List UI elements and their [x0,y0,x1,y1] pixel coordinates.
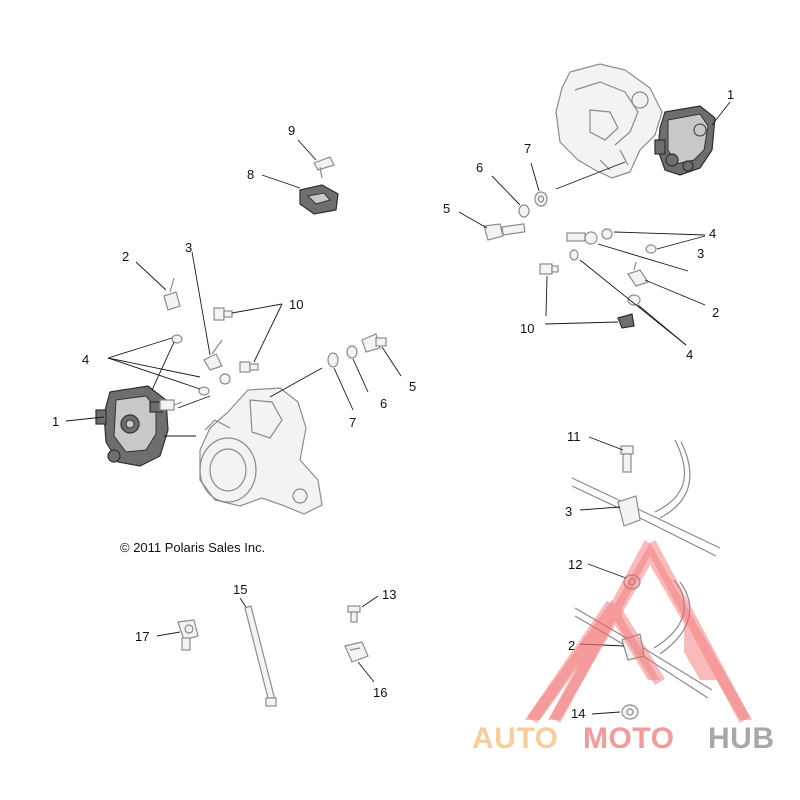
bolt-5-right [483,223,526,241]
callout-7-right: 7 [524,141,531,156]
knuckle-left [199,387,323,515]
callout-5-right: 5 [443,201,450,216]
callout-6-right: 6 [476,160,483,175]
hose-and-clamp-3 [571,439,721,557]
watermark-auto: AUTO [472,722,558,755]
watermark-logo: AUTO MOTO HUB [472,540,775,755]
sensor-17 [177,619,199,651]
callout-4-right-bottom: 4 [686,347,693,362]
callout-4-left: 4 [82,352,89,367]
callout-14: 14 [571,706,585,721]
callout-labels: 1 6 7 5 4 3 2 10 4 9 8 2 3 10 4 1 7 6 5 … [52,87,734,721]
leader-lines [65,101,731,715]
nut-14 [621,704,639,720]
callout-10-right: 10 [520,321,534,336]
washer-4-left-b [219,373,231,385]
clip-16 [344,641,369,663]
washer-6-center [346,345,358,359]
callout-3-left: 3 [185,240,192,255]
caliper-left [95,385,169,467]
callout-11: 11 [567,429,581,444]
washer-7-center [327,352,339,368]
callout-15: 15 [233,582,247,597]
washer-4-right-b [569,249,579,261]
banjo-bolt-3-right [566,228,613,245]
watermark-hub: HUB [708,722,775,755]
bolt-10-right-a [539,263,559,275]
cable-tie-15 [244,605,277,707]
screw-9 [313,156,335,179]
callout-1-right: 1 [727,87,734,102]
callout-13: 13 [382,587,396,602]
watermark-moto: MOTO [583,722,674,755]
washer-4-right-a [645,244,657,254]
caliper-right [654,105,716,176]
callout-6-center: 6 [380,396,387,411]
watermark-triangle-icon [525,543,752,720]
callout-3-lower: 3 [565,504,572,519]
callout-3-right: 3 [697,246,704,261]
brake-pad-clip-8 [299,184,339,215]
bolt-11 [620,445,634,473]
callout-12: 12 [568,557,582,572]
callout-8: 8 [247,167,254,182]
callout-7-center: 7 [349,415,356,430]
bolt-5-center [361,333,387,353]
washer-4-left-c [198,386,210,396]
callout-2-lower: 2 [568,638,575,653]
washer-7-right [534,191,548,207]
bolt-10-left-b [239,361,259,373]
bleeder-2-right [627,261,649,287]
knuckle-right [555,63,663,179]
bolt-10-right-b [617,313,635,329]
screw-13 [347,605,361,623]
small-fitting-left [159,399,183,411]
callout-17: 17 [135,629,149,644]
callout-2-right: 2 [712,305,719,320]
washer-4-right-c [627,294,641,306]
copyright-notice: © 2011 Polaris Sales Inc. [120,540,265,555]
callout-4-right-top: 4 [709,226,716,241]
bolt-10-left-a [213,307,233,321]
callout-10-left: 10 [289,297,303,312]
washer-4-left-a [171,334,183,344]
callout-2-left: 2 [122,249,129,264]
callout-16: 16 [373,685,387,700]
callout-5-center: 5 [409,379,416,394]
nut-12 [623,574,641,590]
bleeder-2-left [163,277,181,311]
banjo-bolt-3-left [203,339,223,371]
callout-9: 9 [288,123,295,138]
washer-6-right [518,204,530,218]
callout-1-left: 1 [52,414,59,429]
hose-and-clamp-2 [574,579,713,699]
